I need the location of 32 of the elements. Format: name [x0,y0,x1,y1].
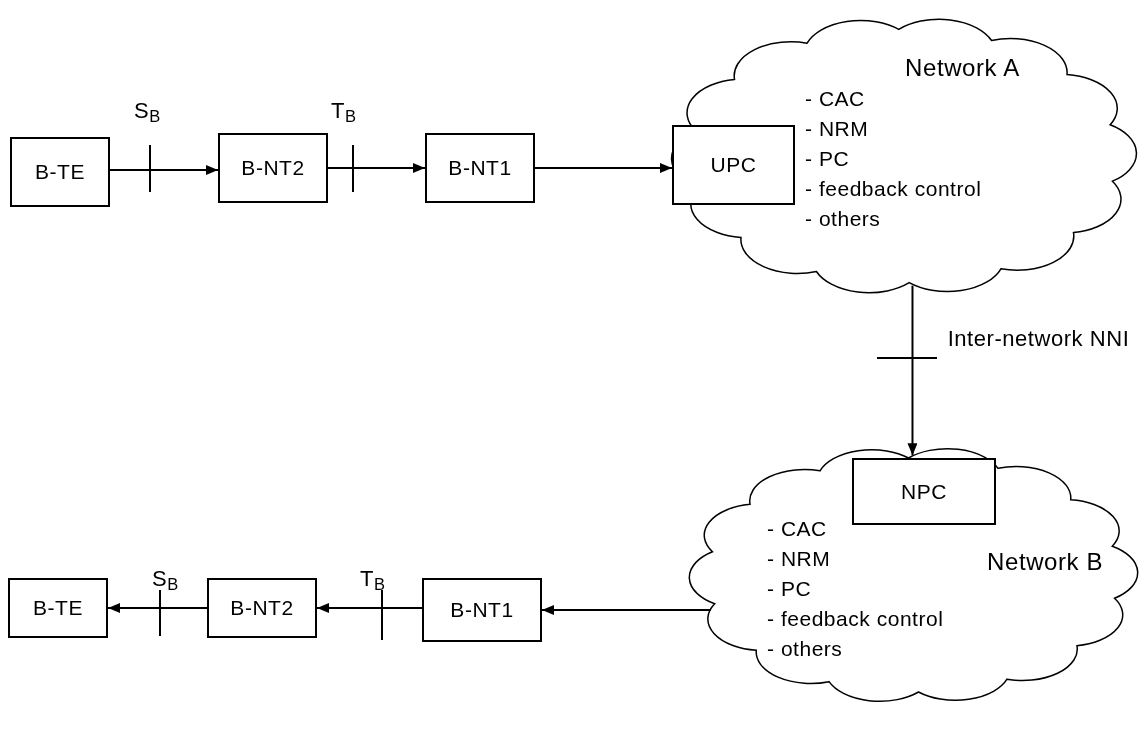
reference-point-label: S$_{B}$ [134,98,161,124]
arrow [907,284,918,457]
function-list-item: - feedback control [805,176,982,202]
function-list-item: - NRM [805,116,870,142]
function-box: B-TE [8,578,108,638]
function-box: B-NT1 [422,578,542,642]
arrow [541,605,712,615]
function-list-item: - others [767,636,844,662]
function-list-item: - CAC [767,516,828,542]
function-list-item: - others [805,206,882,232]
arrow [534,163,673,173]
function-list-item: - NRM [767,546,832,572]
arrow [327,163,426,173]
reference-point-label: Inter-network NNI [946,326,1131,352]
function-box: UPC [672,125,795,205]
reference-point-label: T$_{B}$ [360,566,386,592]
network-title: Network A [905,56,1020,80]
reference-point-label: T$_{B}$ [331,98,357,124]
function-box: B-NT1 [425,133,535,203]
arrow [109,165,219,175]
function-list-item: - PC [767,576,813,602]
function-box: B-NT2 [218,133,328,203]
reference-point-label: S$_{B}$ [152,566,179,592]
function-list-item: - feedback control [767,606,944,632]
arrow [316,603,423,613]
function-box: NPC [852,458,996,525]
function-box: B-TE [10,137,110,207]
network-title: Network B [987,550,1104,574]
function-box: B-NT2 [207,578,317,638]
arrow [107,603,208,613]
function-list-item: - CAC [805,86,866,112]
function-list-item: - PC [805,146,851,172]
